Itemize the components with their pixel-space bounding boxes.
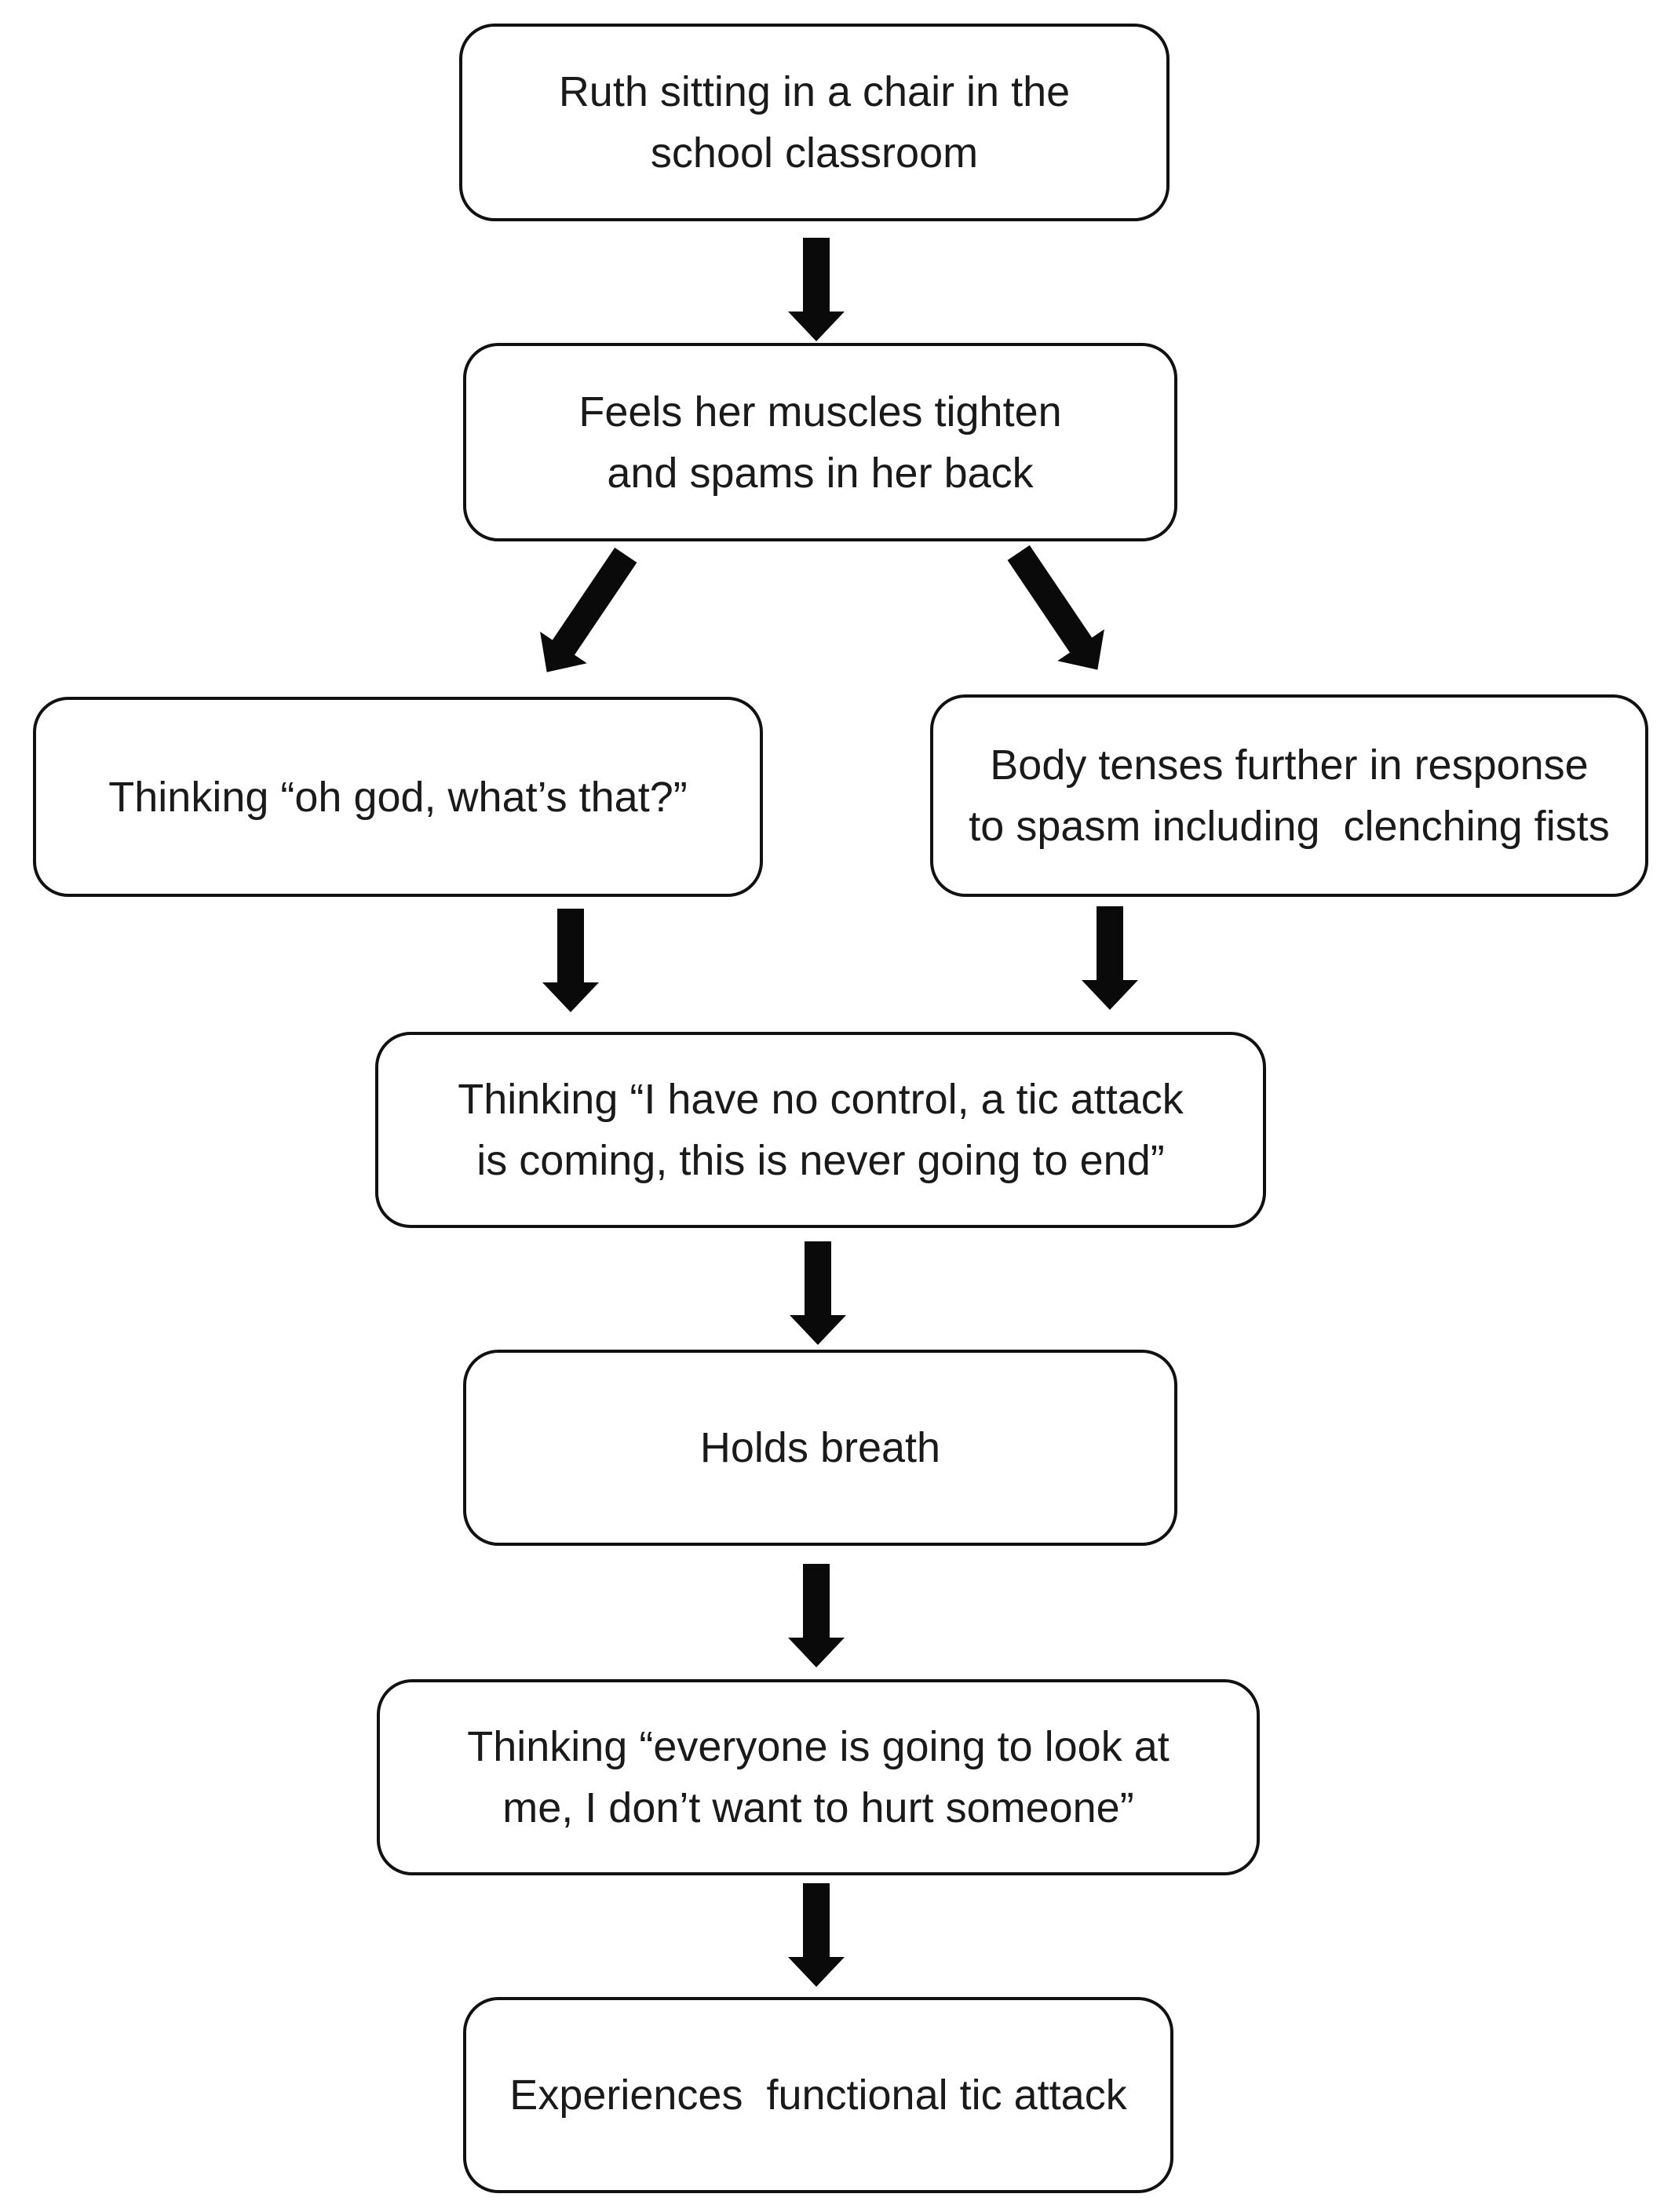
arrow-down-left-sensation-to-thought-icon bbox=[540, 547, 637, 672]
node-text-line: Body tenses further in response bbox=[990, 742, 1589, 789]
arrow-shape bbox=[1082, 906, 1138, 1010]
arrow-down-breath-to-thought-icon bbox=[788, 1564, 845, 1667]
node-text-line: Holds breath bbox=[699, 1424, 941, 1471]
node-text-line: Feels her muscles tighten bbox=[578, 388, 1062, 435]
arrow-down-thought-to-outcome-icon bbox=[788, 1883, 845, 1987]
flow-node-thought-what: Thinking “oh god, what’s that?” bbox=[33, 697, 763, 897]
arrow-shape bbox=[788, 238, 845, 341]
arrow-down-body-to-no-control-icon bbox=[1082, 906, 1138, 1010]
arrow-shape bbox=[788, 1883, 845, 1987]
arrow-shape bbox=[1007, 545, 1104, 670]
node-text-line: Experiences functional tic attack bbox=[509, 2072, 1127, 2119]
arrow-shape bbox=[542, 909, 599, 1012]
arrow-down-no-control-to-breath-icon bbox=[790, 1241, 846, 1345]
arrow-down-start-to-sensation-icon bbox=[788, 238, 845, 341]
node-text-line: school classroom bbox=[650, 129, 979, 177]
node-text-line: Ruth sitting in a chair in the bbox=[558, 68, 1071, 115]
node-text-line: Thinking “everyone is going to look at bbox=[467, 1723, 1170, 1770]
flow-node-outcome: Experiences functional tic attack bbox=[463, 1997, 1173, 2193]
node-text-line: and spams in her back bbox=[607, 449, 1034, 497]
flow-node-body-tenses: Body tenses further in response to spasm… bbox=[930, 694, 1648, 897]
arrow-shape bbox=[540, 547, 637, 672]
node-text-line: me, I don’t want to hurt someone” bbox=[502, 1784, 1134, 1831]
node-text-line: Thinking “oh god, what’s that?” bbox=[108, 773, 688, 821]
node-text-line: to spasm including clenching fists bbox=[969, 803, 1610, 850]
flow-node-sensation: Feels her muscles tighten and spams in h… bbox=[463, 343, 1177, 541]
arrow-down-right-sensation-to-body-icon bbox=[1007, 545, 1104, 670]
flow-node-thought-everyone: Thinking “everyone is going to look at m… bbox=[377, 1679, 1260, 1875]
arrow-shape bbox=[790, 1241, 846, 1345]
arrow-shape bbox=[788, 1564, 845, 1667]
node-text-line: is coming, this is never going to end” bbox=[476, 1137, 1165, 1184]
flow-node-holds-breath: Holds breath bbox=[463, 1350, 1177, 1546]
flow-node-start: Ruth sitting in a chair in the school cl… bbox=[459, 24, 1170, 221]
flow-node-thought-no-control: Thinking “I have no control, a tic attac… bbox=[375, 1032, 1266, 1228]
arrow-down-thought-to-no-control-icon bbox=[542, 909, 599, 1012]
node-text-line: Thinking “I have no control, a tic attac… bbox=[458, 1076, 1184, 1123]
